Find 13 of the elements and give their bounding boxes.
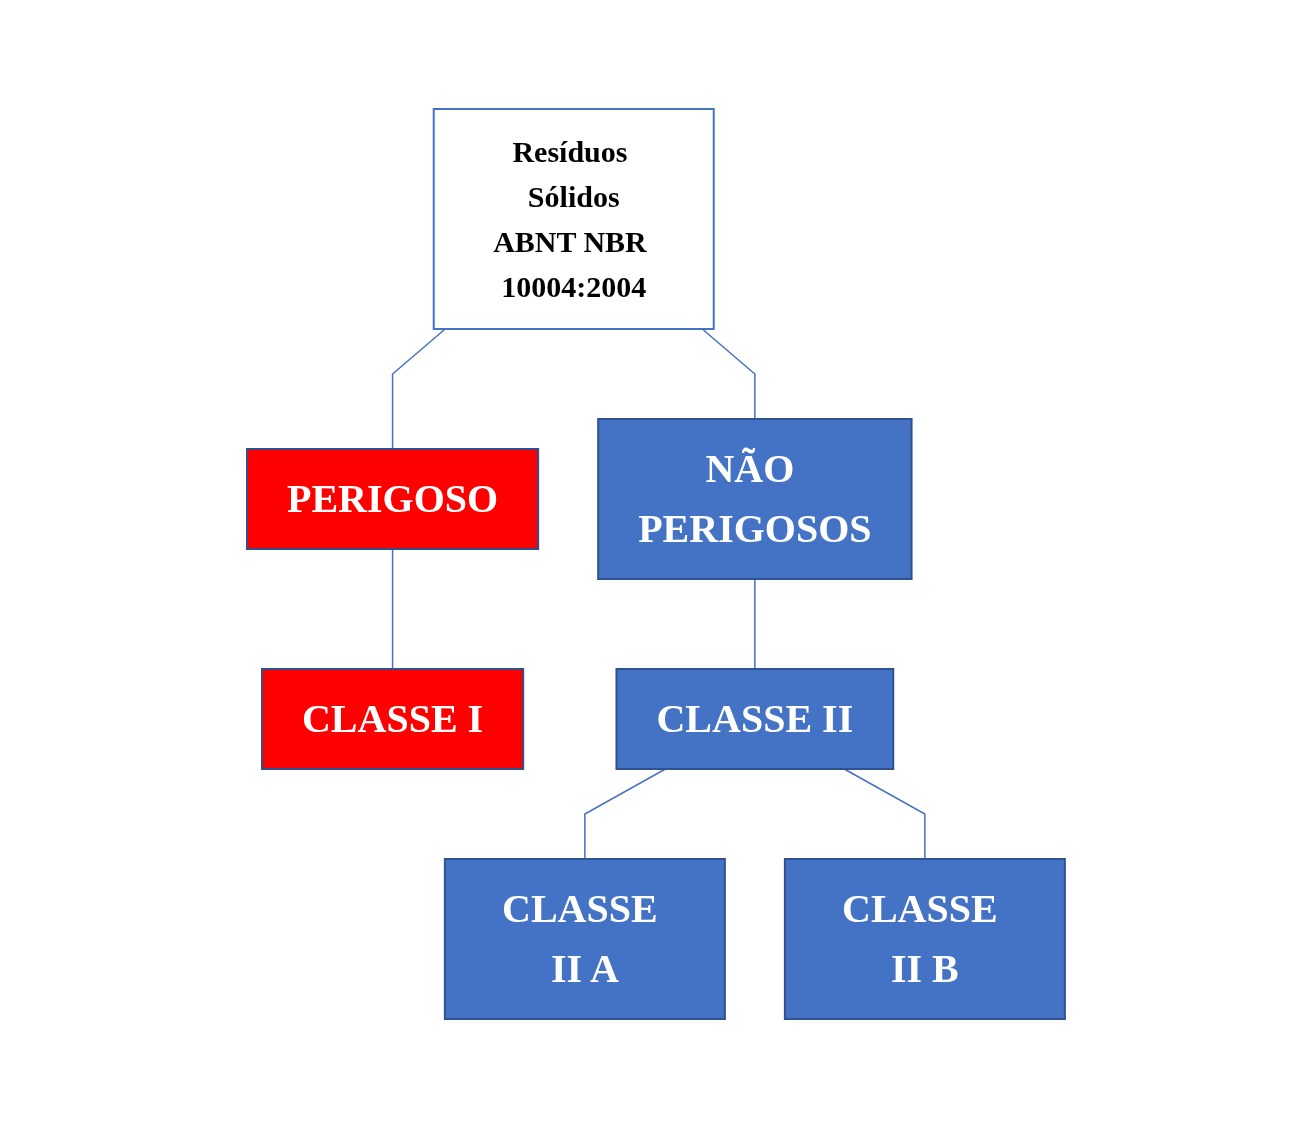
connector (391, 547, 394, 670)
node-box: PERIGOSO (246, 447, 540, 550)
connector (701, 327, 756, 420)
node-box: CLASSE II A (443, 857, 726, 1020)
node-box: NÃO PERIGOSOS (597, 417, 913, 580)
node-box: CLASSE II B (783, 857, 1066, 1020)
connector (843, 767, 926, 860)
node-box: Resíduos Sólidos ABNT NBR 10004:2004 (432, 107, 715, 330)
connector (754, 577, 756, 670)
node-box: CLASSE II (615, 667, 895, 770)
connector (584, 767, 667, 860)
node-box: CLASSE I (261, 667, 525, 770)
connector (391, 327, 446, 450)
